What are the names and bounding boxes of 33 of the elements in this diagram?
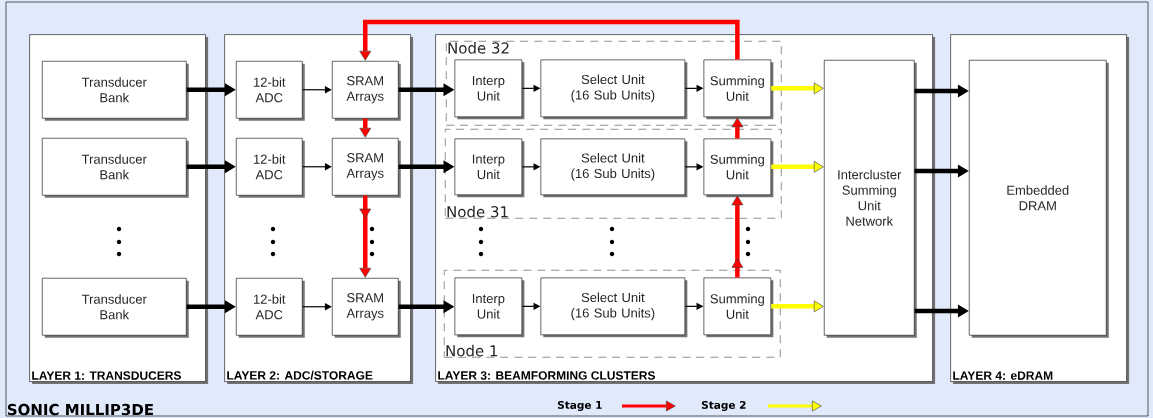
legend-label: Stage 2 — [701, 400, 746, 412]
arrow — [302, 303, 332, 311]
process-box: Interp Unit — [454, 138, 525, 198]
arrow — [302, 163, 332, 171]
process-box: Interp Unit — [454, 59, 525, 120]
arrow — [302, 86, 332, 94]
legend-label: Stage 1 — [557, 400, 602, 412]
process-box: Transducer Bank — [41, 137, 189, 198]
process-box: 12-bit ADC — [235, 60, 305, 121]
process-box: Transducer Bank — [41, 277, 189, 338]
process-box: SRAM Arrays — [331, 60, 401, 121]
process-box: Interp Unit — [454, 277, 525, 338]
process-box: 12-bit ADC — [235, 137, 305, 198]
process-box: Transducer Bank — [41, 60, 189, 121]
process-box: Intercluster Summing Unit Network — [823, 59, 917, 338]
arrow — [771, 161, 824, 173]
process-box: Select Unit (16 Sub Units) — [540, 138, 688, 198]
arrow — [771, 300, 824, 313]
process-box: SRAM Arrays — [331, 137, 401, 198]
process-box: SRAM Arrays — [331, 277, 401, 338]
process-box: Summing Unit — [703, 277, 774, 338]
process-box: Select Unit (16 Sub Units) — [540, 277, 688, 338]
arrow — [359, 19, 740, 61]
arrow — [731, 117, 744, 139]
process-box: 12-bit ADC — [235, 277, 305, 338]
arrow — [771, 82, 824, 95]
process-box: Embedded DRAM — [968, 59, 1109, 338]
arrow — [359, 118, 372, 138]
process-box: Summing Unit — [703, 138, 774, 198]
process-box: Summing Unit — [703, 59, 774, 120]
process-box: Select Unit (16 Sub Units) — [540, 59, 688, 120]
arrow — [359, 195, 372, 278]
arrow — [731, 195, 744, 278]
